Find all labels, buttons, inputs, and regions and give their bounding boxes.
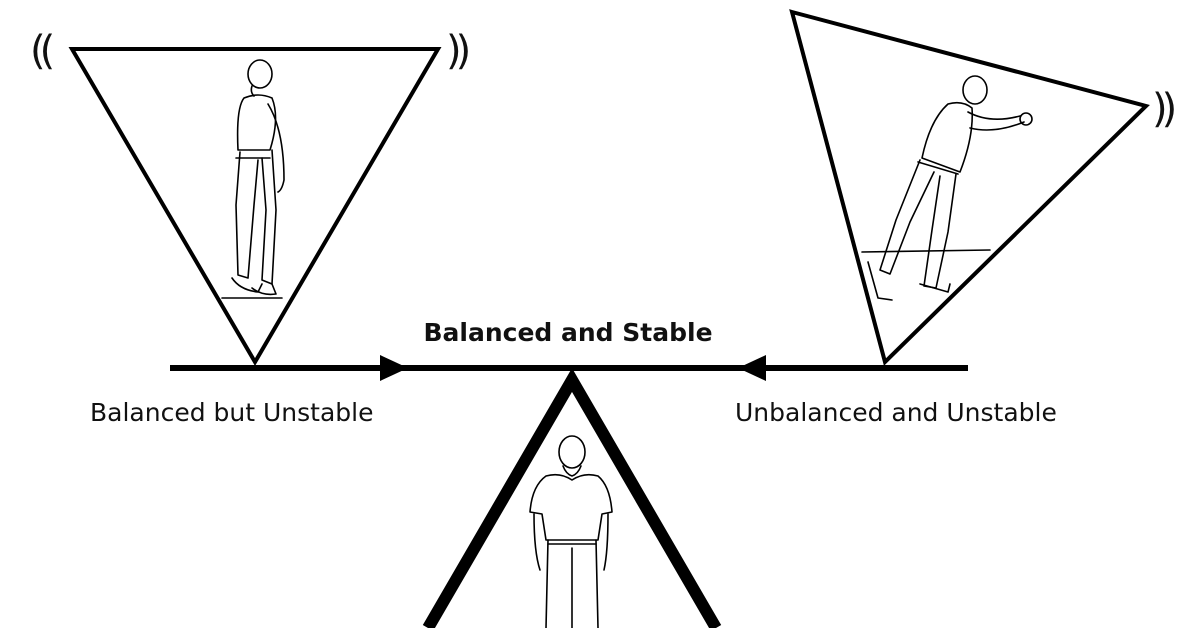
left-caption: Balanced but Unstable: [90, 398, 374, 427]
standing-person-side-icon: [221, 59, 285, 299]
standing-person-front-icon: [529, 435, 613, 628]
arrow-right-icon: [380, 355, 408, 381]
upright-triangle-bottom: [422, 368, 722, 628]
leaning-person-icon: [861, 75, 1033, 301]
vibration-tilted-icon: )): [1152, 86, 1177, 132]
vibration-right-icon: )): [446, 28, 471, 74]
arrow-left-icon: [738, 355, 766, 381]
right-caption: Unbalanced and Unstable: [735, 398, 1057, 427]
inverted-triangle-left: [68, 47, 442, 366]
tilted-triangle-right: [789, 9, 1150, 366]
vibration-left-icon: ((: [30, 28, 55, 74]
center-title: Balanced and Stable: [423, 318, 713, 347]
